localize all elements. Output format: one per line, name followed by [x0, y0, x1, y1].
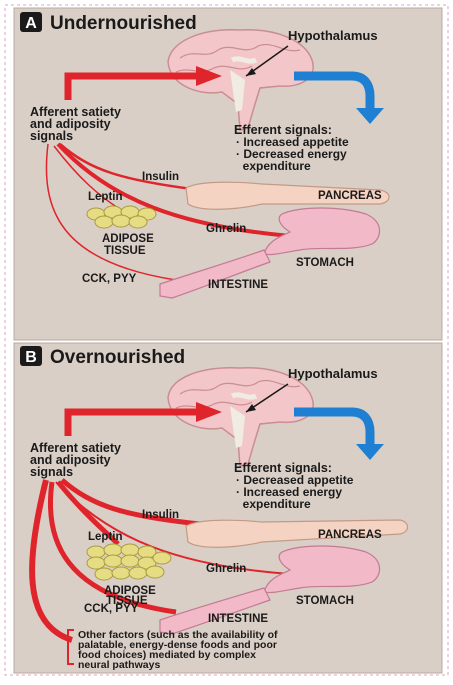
other-factors-line-4: neural pathways	[78, 659, 160, 671]
pancreas-label-a: PANCREAS	[318, 190, 382, 202]
panel-a: A Undernourished Hypothalamus Afferent s…	[14, 8, 442, 340]
adipose-tissue-a	[87, 206, 156, 228]
afferent-label-a-3: signals	[30, 129, 73, 143]
panel-a-title: Undernourished	[50, 13, 197, 34]
leptin-label-a: Leptin	[88, 191, 123, 203]
efferent-item-a-3: expenditure	[236, 159, 311, 173]
ghrelin-label-a: Ghrelin	[206, 223, 246, 235]
hypothalamus-label-a: Hypothalamus	[288, 28, 378, 43]
ghrelin-label-b: Ghrelin	[206, 563, 246, 575]
insulin-label-b: Insulin	[142, 509, 179, 521]
afferent-label-b-3: signals	[30, 465, 73, 479]
adipose-label-a-2: TISSUE	[104, 245, 146, 257]
stomach-label-b: STOMACH	[296, 595, 354, 607]
cck-label-a: CCK, PYY	[82, 273, 137, 285]
panel-a-badge-text: A	[25, 15, 37, 32]
panel-b-badge-text: B	[25, 349, 37, 366]
pancreas-label-b: PANCREAS	[318, 529, 382, 541]
insulin-label-a: Insulin	[142, 171, 179, 183]
stomach-label-a: STOMACH	[296, 257, 354, 269]
panel-b-title: Overnourished	[50, 347, 185, 368]
leptin-label-b: Leptin	[88, 531, 123, 543]
cck-label-b: CCK, PYY	[84, 603, 139, 615]
adipose-label-a-1: ADIPOSE	[102, 233, 154, 245]
panel-b: B Overnourished Hypothalamus Afferent sa…	[14, 343, 442, 673]
hypothalamus-label-b: Hypothalamus	[288, 366, 378, 381]
intestine-label-a: INTESTINE	[208, 279, 268, 291]
efferent-item-b-3: expenditure	[236, 497, 311, 511]
intestine-label-b: INTESTINE	[208, 613, 268, 625]
